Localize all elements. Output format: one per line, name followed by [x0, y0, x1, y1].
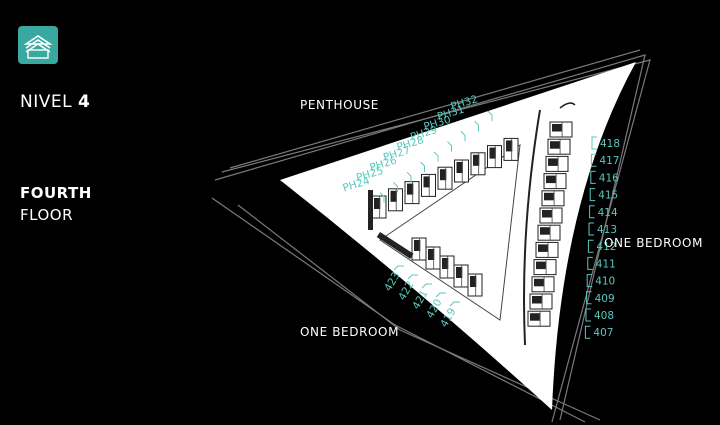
one-bedroom-unit-label-bracket: [590, 170, 596, 184]
penthouse-unit: [487, 145, 502, 169]
one-bedroom-unit: [411, 237, 427, 261]
level-heading: NIVEL 4: [20, 92, 90, 112]
penthouse-unit-label-bracket: [474, 120, 479, 132]
one-bedroom-unit-label: 418: [600, 138, 620, 150]
one-bedroom-unit-label-bracket: [585, 308, 591, 322]
one-bedroom-unit: [531, 276, 555, 293]
one-bedroom-unit-label-bracket: [421, 283, 432, 289]
one-bedroom-unit-label: 413: [597, 224, 617, 236]
one-bedroom-unit: [439, 255, 455, 279]
one-bedroom-unit-label: 411: [596, 258, 616, 270]
one-bedroom-unit: [527, 310, 551, 327]
one-bedroom-unit: [529, 293, 553, 310]
one-bedroom-unit-label: 407: [593, 327, 613, 339]
one-bedroom-unit-label: 412: [596, 241, 616, 253]
penthouse-unit: [421, 173, 436, 197]
one-bedroom-unit: [535, 241, 559, 258]
one-bedroom-unit: [467, 273, 483, 297]
one-bedroom-unit-label: 417: [599, 155, 619, 167]
one-bedroom-unit: [537, 224, 561, 241]
zone-label-one-bedroom-right: ONE BEDROOM: [604, 236, 704, 250]
one-bedroom-unit-label-bracket: [584, 325, 591, 339]
penthouse-unit-label-bracket: [393, 182, 398, 193]
one-bedroom-unit-label: 410: [595, 276, 615, 288]
zone-label-penthouse: PENTHOUSE: [300, 98, 379, 112]
one-bedroom-unit: [549, 121, 573, 138]
building-icon: [18, 26, 58, 64]
penthouse-block: [368, 137, 519, 230]
one-bedroom-unit-label-bracket: [589, 205, 595, 219]
one-bedroom-unit: [543, 173, 567, 190]
courtyard-outline: [379, 143, 521, 321]
penthouse-unit: [437, 166, 453, 190]
penthouse-unit-label-bracket: [447, 141, 452, 152]
one-bedroom-unit: [453, 264, 469, 288]
level-number: 4: [77, 92, 91, 112]
one-bedroom-unit-label-bracket: [435, 292, 446, 298]
one-bedroom-unit-label-bracket: [407, 274, 418, 280]
one-bedroom-unit-label-bracket: [586, 274, 593, 288]
one-bedroom-unit-label-bracket: [590, 153, 597, 167]
one-bedroom-unit: [547, 138, 571, 155]
penthouse-unit-label-bracket: [487, 110, 493, 121]
one-bedroom-unit: [539, 207, 563, 224]
penthouse-unit-label-bracket: [433, 151, 439, 162]
penthouse-unit: [404, 181, 420, 205]
penthouse-unit: [388, 188, 403, 212]
floor-title-line1: FOURTH: [20, 184, 92, 202]
one-bedroom-unit: [533, 259, 557, 276]
one-bedroom-unit-label-bracket: [393, 265, 404, 271]
one-bedroom-unit-label-bracket: [587, 239, 594, 253]
level-label: NIVEL: [20, 92, 73, 112]
one-bedroom-unit-label: 415: [598, 190, 618, 202]
one-bedroom-unit-label-bracket: [588, 222, 594, 236]
penthouse-unit-label-bracket: [406, 171, 412, 183]
one-bedroom-unit-label-bracket: [587, 256, 593, 270]
one-bedroom-unit-label: 414: [598, 207, 618, 219]
one-bedroom-unit: [425, 246, 441, 270]
one-bedroom-unit: [541, 190, 565, 207]
penthouse-unit: [503, 137, 519, 161]
one-bedroom-right-block: [523, 102, 576, 346]
penthouse-unit-label-bracket: [379, 192, 385, 203]
one-bedroom-unit-label: 408: [594, 310, 614, 322]
right-unit-labels: 418 417 416 415 414 413 412 411 410 409 408 407: [584, 136, 620, 339]
zone-label-one-bedroom-bottom: ONE BEDROOM: [300, 325, 400, 339]
one-bedroom-unit-label-bracket: [449, 301, 460, 307]
floor-title-line2: FLOOR: [20, 206, 73, 224]
one-bedroom-unit-label: 416: [599, 172, 619, 184]
penthouse-unit-label-bracket: [420, 161, 425, 172]
penthouse-unit: [454, 159, 469, 183]
one-bedroom-unit-label-bracket: [591, 136, 597, 150]
one-bedroom-bottom-block: [376, 232, 483, 297]
one-bedroom-unit-label-bracket: [589, 188, 596, 202]
one-bedroom-unit-label-bracket: [586, 291, 592, 305]
penthouse-unit-label-bracket: [460, 131, 466, 142]
one-bedroom-unit-label: 409: [595, 293, 615, 305]
one-bedroom-unit: [545, 155, 569, 172]
penthouse-unit: [470, 152, 486, 176]
